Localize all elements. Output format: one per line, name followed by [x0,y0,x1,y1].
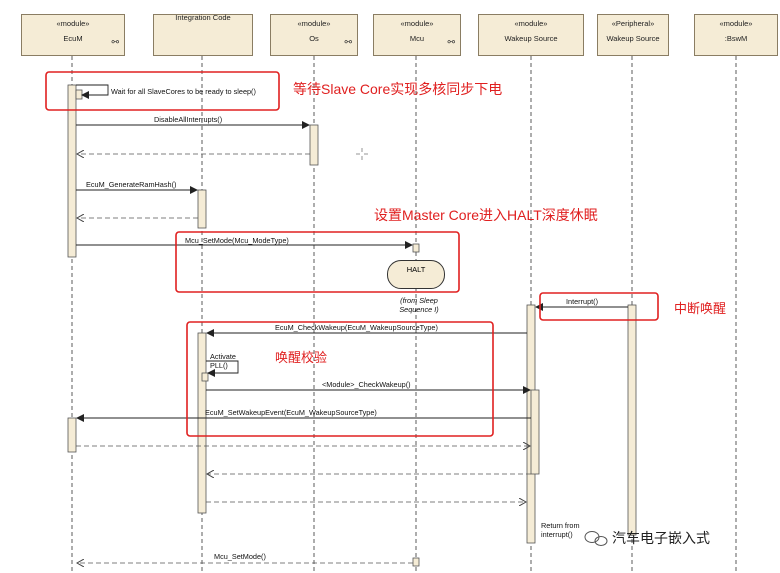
label-generate-ram-hash: EcuM_GenerateRamHash() [86,180,177,189]
lifeline-integration-code: Integration Code [153,13,253,56]
activation-integration-pll [201,372,209,382]
lifeline-stereotype: «Peripheral» [611,19,655,28]
module-icon: ⚯ [111,37,119,47]
lifeline-stereotype: «module» [719,19,753,28]
lifeline-stereotype: «module» [297,19,331,28]
lifeline-name: Wakeup Source [504,34,558,43]
note-wait-slave-cores: Wait for all SlaveCores to be ready to s… [111,87,256,96]
watermark: 汽车电子嵌入式 [612,530,710,546]
lifeline-stereotype: «module» [56,19,90,28]
activation-os [309,124,319,166]
activation-mcu-2 [412,557,420,567]
self-message-wait [76,84,109,99]
lifeline-os: «module» Os ⚯ [270,14,358,56]
note-activate-pll: Activate PLL() [210,352,236,370]
lifeline-ecum: «module» EcuM ⚯ [21,14,125,56]
activation-ecum-self [75,89,83,100]
activation-integration-2 [197,332,207,514]
note-return-from-interrupt: Return from interrupt() [541,521,580,539]
lifeline-stereotype: «module» [400,19,434,28]
activation-wakeup-2 [530,389,540,475]
label-mcu-set-mode: Mcu_SetMode(Mcu_ModeType) [185,236,289,245]
lifeline-name: Integration Code [175,13,231,22]
lifeline-name: EcuM [63,34,83,43]
label-set-wakeup-event: EcuM_SetWakeupEvent(EcuM_WakeupSourceTyp… [205,408,377,417]
annotation-slave-sync: 等待Slave Core实现多核同步下电 [293,81,503,97]
activation-peripheral [627,304,637,536]
lifeline-name: Wakeup Source [606,34,660,43]
highlight-wakeup-check [186,321,494,437]
activation-ecum-2 [67,417,77,453]
lifeline-peripheral-wakeup-source: «Peripheral» Wakeup Source [597,14,669,56]
label-mcu-set-mode-end: Mcu_SetMode() [214,552,266,561]
label-disable-interrupts: DisableAllInterrupts() [154,115,223,124]
label-module-check-wakeup: <Module>_CheckWakeup() [322,380,411,389]
annotation-interrupt-wakeup: 中断唤醒 [674,301,727,316]
state-halt: HALT [387,260,445,289]
activation-ecum-1 [67,84,77,258]
highlight-interrupt [539,292,659,321]
module-icon: ⚯ [447,37,455,47]
module-icon: ⚯ [344,37,352,47]
state-halt-label: HALT [406,265,426,274]
activation-mcu-1 [412,243,420,253]
highlight-master-halt [175,231,460,293]
label-interrupt: Interrupt() [566,297,599,306]
annotation-master-halt: 设置Master Core进入HALT深度休眠 [374,207,598,223]
lifeline-name: :BswM [724,34,748,43]
lifeline-wakeup-source: «module» Wakeup Source [478,14,584,56]
lifeline-name: Mcu [409,34,425,43]
self-message-pll [206,360,239,377]
lifeline-stereotype: «module» [514,19,548,28]
annotation-wakeup-check: 唤醒校验 [275,350,328,365]
cursor-crosshair-icon [356,148,368,160]
highlight-slave-sync [45,71,280,111]
lifeline-name: Os [309,34,319,43]
note-from-sleep-sequence: (from Sleep Sequence I) [399,296,439,314]
wechat-icon [584,531,608,546]
lifeline-bswm: «module» :BswM [694,14,778,56]
label-check-wakeup: EcuM_CheckWakeup(EcuM_WakeupSourceType) [275,323,438,332]
activation-integration-1 [197,189,207,229]
lifeline-mcu: «module» Mcu ⚯ [373,14,461,56]
